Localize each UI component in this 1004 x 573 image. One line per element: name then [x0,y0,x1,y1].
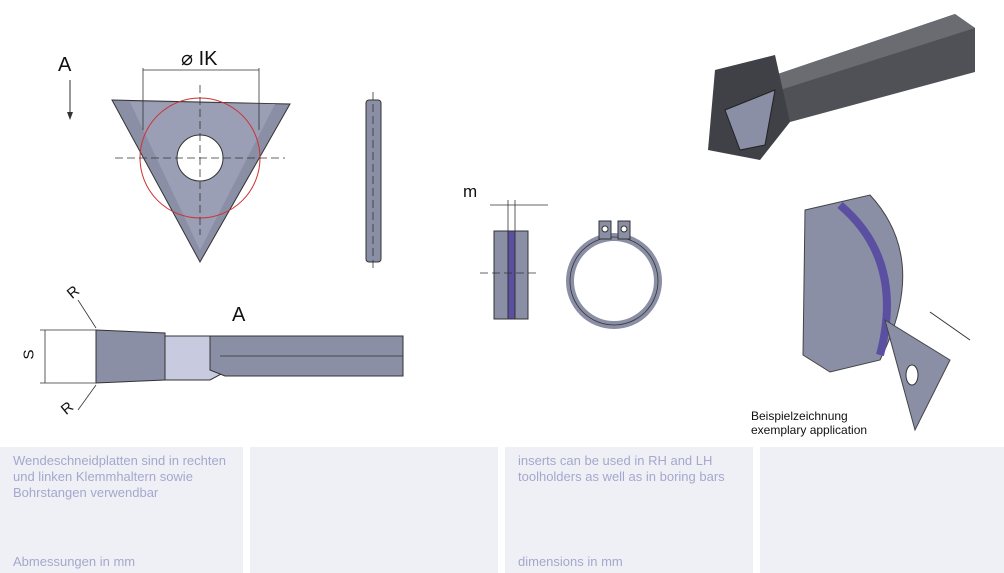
panel-footer: Abmessungen in mm [13,554,136,569]
groove-width-m-label: m [463,182,478,201]
circlip [566,220,662,329]
triangle-insert-top-view [67,68,291,264]
application-3d [802,194,971,432]
toolholder-3d [708,14,975,160]
view-a-side-label: A [232,304,246,326]
caption: Beispielzeichnung exemplary application [751,409,867,437]
info-panel-en: inserts can be used in RH and LH toolhol… [505,447,753,573]
insert-side-view [40,299,404,411]
caption-de: Beispielzeichnung [751,409,848,423]
panel-footer: dimensions in mm [518,554,623,569]
info-panel-empty-2 [760,447,1004,573]
thickness-s-label: S [20,349,38,360]
technical-drawing [40,14,975,432]
groove-section [480,200,548,320]
info-panel-empty-1 [250,447,498,573]
panel-text: Wendeschneidplatten sind in rechten und … [13,453,226,500]
view-a-label: A [58,54,72,76]
diameter-ik-label: ⌀ IK [181,48,218,70]
caption-en: exemplary application [751,423,868,437]
info-panel-de: Wendeschneidplatten sind in rechten und … [0,447,243,573]
panel-text: inserts can be used in RH and LH toolhol… [518,453,725,484]
insert-edge-view [365,92,382,270]
